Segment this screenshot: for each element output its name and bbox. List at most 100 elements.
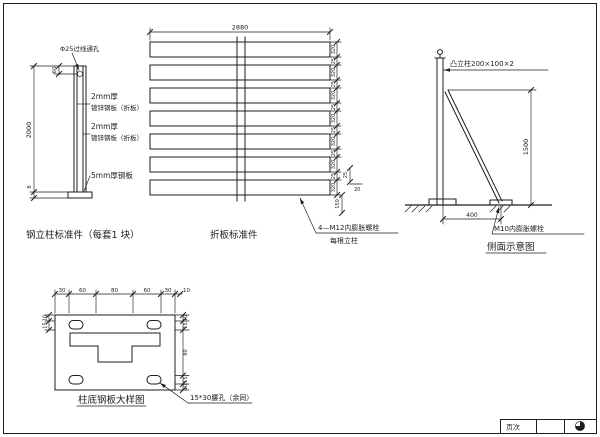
slot-hole [146, 320, 162, 330]
dimension-line [329, 41, 342, 196]
dimension-label: 25 [331, 150, 337, 156]
leader-arrow [75, 63, 79, 70]
post-size-label: 凸立柱200×100×2 [450, 59, 514, 68]
dimension-label: 25 [331, 104, 337, 110]
dimension-label: 80 [183, 349, 189, 355]
dimension-label: 320 [331, 114, 337, 124]
leader-arrow [300, 198, 305, 205]
leader-arrow [444, 68, 450, 72]
leader-line [83, 175, 91, 192]
dimension-label: 10 [43, 315, 49, 321]
dimension-label: 60 [79, 288, 86, 294]
dimension-label: 10 [183, 288, 190, 294]
dimension-tick [30, 62, 38, 202]
dimension-line [54, 289, 183, 314]
hole-label: Φ25过线通孔 [60, 44, 100, 53]
title-block-grid [500, 419, 597, 434]
dimension-label: 400 [466, 212, 478, 219]
post-outline [434, 54, 446, 206]
ground-hatch [404, 205, 511, 213]
dimension-line [447, 89, 537, 206]
column-section-profile [69, 332, 161, 363]
post-outline [73, 65, 87, 193]
base-plate-caption: 柱底钢板大样图 [78, 394, 145, 406]
post-standard-part-detail: Φ25过线通孔 60 2000 8 2mm厚 镀锌钢板（折板） 2mm厚 镀锌钢… [25, 44, 143, 241]
center-post [236, 36, 246, 202]
leader-arrow [160, 383, 166, 388]
base-plate-label: 5mm厚钢板 [91, 170, 133, 180]
base-plate-detail: 30 60 80 60 30 10 10 15 10 15 80 15 10 1… [43, 288, 253, 407]
dimension-label: 30 [59, 288, 66, 294]
dimension-label: 60 [52, 66, 58, 73]
dimension-label: 320 [331, 137, 337, 147]
panel-slat [149, 156, 331, 173]
sheet-border [3, 3, 597, 434]
dimension-label: 8 [27, 185, 33, 189]
slot-hole [68, 320, 84, 330]
panel-slat [149, 87, 331, 104]
panel-slat [149, 133, 331, 150]
dimension-tick [333, 38, 341, 199]
dimension-label: 320 [331, 45, 337, 55]
side-view: 凸立柱200×100×2 1500 400 M10内膨胀螺栓 侧面示意图 [404, 49, 585, 254]
plate-thickness-label: 2mm厚 [91, 92, 118, 101]
post-caption: 钢立柱标准件（每套1 块） [26, 229, 140, 241]
dimension-label: 2000 [25, 122, 33, 139]
dimension-label: 20 [354, 187, 360, 193]
dimension-line [29, 65, 78, 75]
centering-mark-icon [575, 421, 585, 431]
panel-standard-part-detail: 2880 320 25 320 25 320 25 320 25 320 25 … [146, 24, 399, 245]
mark-wedge [575, 421, 580, 426]
slot-hole [68, 375, 84, 385]
panel-slat [149, 179, 331, 196]
dimension-label: 320 [331, 68, 337, 78]
dimension-tick [55, 62, 63, 78]
dimension-label: 25 [343, 172, 349, 178]
dimension-line [29, 65, 69, 199]
panel-caption: 折板标准件 [210, 229, 258, 241]
dimension-line [44, 314, 56, 331]
dimension-label: 320 [331, 91, 337, 101]
dimension-tick [338, 164, 354, 217]
panel-slat [149, 110, 331, 127]
dimension-label: 25 [331, 173, 337, 179]
dimension-label: 25 [331, 58, 337, 64]
slot-note: 15*30腰孔（余同） [190, 393, 253, 402]
dimension-label: 10 [183, 384, 189, 390]
dimension-label: 320 [331, 183, 337, 193]
dimension-label: 320 [331, 160, 337, 170]
plate-material-label: 镀锌钢板（折板） [91, 103, 143, 112]
dimension-label: 2880 [232, 24, 249, 32]
leader-arrow [495, 207, 500, 214]
dimension-label: 25 [331, 81, 337, 87]
dimension-label: 80 [111, 288, 118, 294]
dimension-tick [51, 290, 184, 298]
dimension-label: 15 [183, 322, 189, 328]
dimension-label: 1500 [522, 139, 530, 156]
dimension-label: 150 [335, 199, 341, 209]
dimension-label: 10 [183, 315, 189, 321]
dimension-line [442, 205, 502, 225]
anchor-note-sub: 每根立柱 [330, 236, 358, 245]
page-number-label: 页次 [506, 423, 520, 432]
slot-hole [146, 375, 162, 385]
post-base-plate [67, 191, 93, 199]
plate-material-label: 镀锌钢板（折板） [91, 133, 143, 142]
dimension-line [174, 314, 190, 391]
mark-outline [575, 421, 585, 431]
fold-detail-lines [341, 167, 363, 214]
dimension-label: 25 [331, 127, 337, 133]
plate-outline [54, 314, 176, 391]
side-view-caption: 侧面示意图 [487, 241, 535, 253]
leader-line [299, 197, 399, 234]
drawing-frame: 页次 [3, 3, 597, 434]
brace [444, 89, 503, 204]
dimension-tick [179, 311, 187, 394]
panel-slat [149, 41, 331, 58]
dimension-label: 15 [43, 322, 49, 328]
dimension-label: 30 [165, 288, 172, 294]
anchor-note: 4—M12内膨胀螺栓 [318, 223, 379, 232]
dimension-tick [146, 28, 334, 36]
dimension-label: 15 [183, 376, 189, 382]
